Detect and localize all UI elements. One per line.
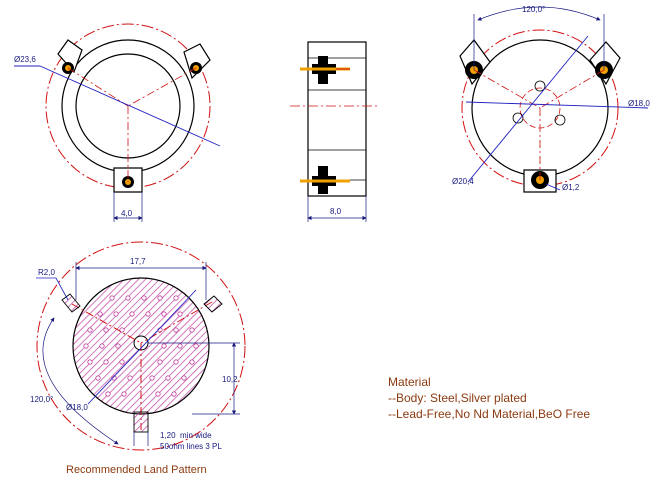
material-notes: Material --Body: Steel,Silver plated --L…	[388, 374, 590, 422]
tr-bolt-circle-label: Ø20,4	[452, 177, 474, 186]
lp-angle-label: 120,0°	[30, 395, 53, 404]
tr-outer-diameter-label: Ø18,0	[628, 99, 650, 108]
lp-diameter-label: Ø18,0	[66, 403, 88, 412]
land-pattern-view: 17,7 R2,0 120,0° Ø18,0 10,2 1,20 min wid…	[30, 241, 246, 451]
tl-diameter-label: Ø23,6	[14, 55, 36, 64]
lp-line-note-2: 50ohm lines 3 PL	[160, 442, 222, 451]
land-pattern-caption: Recommended Land Pattern	[66, 464, 207, 476]
material-line-2: --Lead-Free,No Nd Material,BeO Free	[388, 407, 591, 421]
material-line-1: --Body: Steel,Silver plated	[388, 391, 527, 405]
material-heading: Material	[388, 375, 431, 389]
tr-angle-label: 120,0°	[522, 5, 545, 14]
tr-pin-diameter-label: Ø1,2	[562, 183, 580, 192]
side-width-label: 8,0	[330, 207, 342, 216]
side-view: 8,0	[290, 41, 380, 222]
tl-tab-width-label: 4,0	[121, 209, 133, 218]
top-left-view: Ø23,6 4,0	[14, 23, 221, 222]
top-right-view: 120,0° Ø18,0 Ø20,4 Ø1,2	[452, 5, 650, 193]
lp-width-label: 17,7	[130, 257, 146, 266]
lp-line-width-label: 1,20	[160, 431, 176, 440]
lp-height-label: 10,2	[222, 375, 238, 384]
lp-line-note-1: min wide	[180, 431, 212, 440]
lp-radius-label: R2,0	[38, 268, 55, 277]
